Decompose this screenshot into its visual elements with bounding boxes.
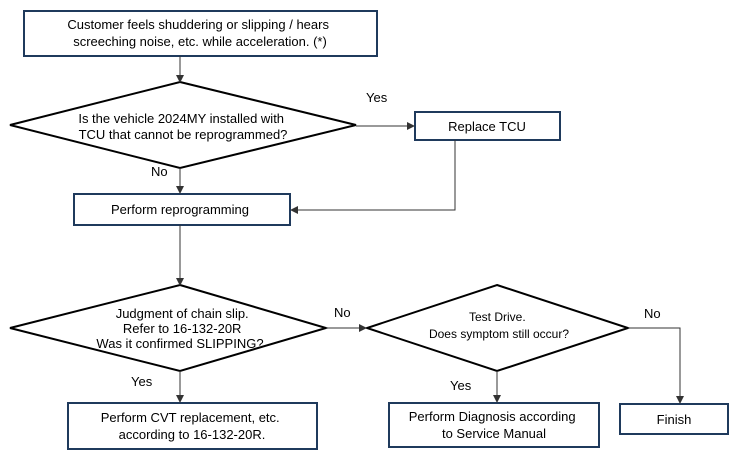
svg-text:Test Drive. Does symptom: Test Drive. Does symptom still occur? bbox=[429, 310, 569, 341]
finish-box: Finish bbox=[619, 403, 729, 435]
svg-text:Is the vehicle 2024MY installe: Is the vehicle 2024MY installed with TCU… bbox=[78, 111, 287, 142]
decision-slip-line-3: Was it confirmed SLIPPING? bbox=[96, 336, 263, 351]
cvt-replace-line-1: Perform CVT replacement, etc. bbox=[101, 410, 280, 425]
replace-tcu-label: Replace TCU bbox=[448, 119, 526, 134]
replace-tcu-box: Replace TCU bbox=[414, 111, 561, 141]
start-line-2: screeching noise, etc. while acceleratio… bbox=[73, 34, 327, 49]
svg-text:Judgment of chain slip.: Judgment of chain slip. Refer to 16-132-… bbox=[96, 306, 263, 351]
test-drive-line-2: Does symptom still occur? bbox=[429, 327, 569, 341]
label-slip-no: No bbox=[334, 305, 351, 320]
reprogram-box: Perform reprogramming bbox=[73, 193, 291, 226]
label-tcu-no: No bbox=[151, 164, 168, 179]
decision-slip-line-1: Judgment of chain slip. bbox=[116, 306, 249, 321]
edge-drive-no bbox=[628, 327, 684, 404]
test-drive-diamond: Test Drive. Does symptom still occur? bbox=[363, 283, 632, 373]
cvt-replace-line-2: according to 16-132-20R. bbox=[119, 427, 266, 442]
decision-tcu-line-1: Is the vehicle 2024MY installed with bbox=[78, 111, 284, 126]
label-slip-yes: Yes bbox=[131, 374, 153, 389]
reprogram-label: Perform reprogramming bbox=[111, 202, 249, 217]
decision-tcu-line-2: TCU that cannot be reprogrammed? bbox=[79, 127, 288, 142]
decision-slip-line-2: Refer to 16-132-20R bbox=[123, 321, 242, 336]
decision-tcu-diamond: Is the vehicle 2024MY installed with TCU… bbox=[9, 80, 357, 170]
cvt-replace-box: Perform CVT replacement, etc. according … bbox=[67, 402, 318, 450]
svg-text:Perform CVT replacement, etc.: Perform CVT replacement, etc. according … bbox=[101, 410, 284, 442]
label-tcu-yes: Yes bbox=[366, 90, 388, 105]
test-drive-line-1: Test Drive. bbox=[469, 310, 526, 324]
diagnosis-line-2: to Service Manual bbox=[442, 426, 546, 441]
label-drive-yes: Yes bbox=[450, 378, 472, 393]
decision-slip-diamond: Judgment of chain slip. Refer to 16-132-… bbox=[9, 283, 330, 373]
start-line-1: Customer feels shuddering or slipping / … bbox=[67, 17, 329, 32]
svg-text:Perform Diagnosis according: Perform Diagnosis according to Service M… bbox=[409, 409, 580, 441]
edge-replace-to-reprogram bbox=[290, 140, 456, 214]
diagnosis-line-1: Perform Diagnosis according bbox=[409, 409, 576, 424]
diagnosis-box: Perform Diagnosis according to Service M… bbox=[388, 402, 600, 448]
finish-label: Finish bbox=[657, 412, 692, 427]
label-drive-no: No bbox=[644, 306, 661, 321]
svg-text:Customer feels shuddering or s: Customer feels shuddering or slipping / … bbox=[67, 17, 332, 49]
start-box: Customer feels shuddering or slipping / … bbox=[23, 10, 378, 57]
